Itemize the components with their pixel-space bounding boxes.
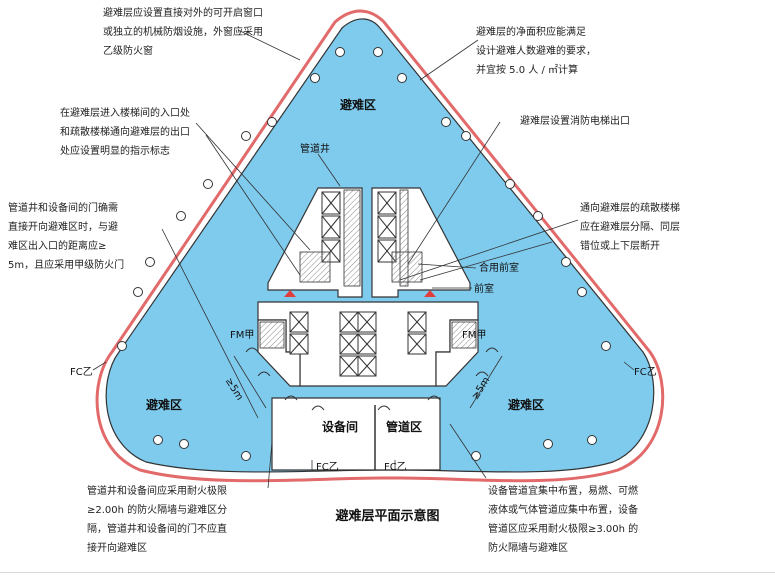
note-window-rule: 避难层应设置直接对外的可开启窗口 或独立的机械防烟设施，外窗应采用 乙级防火窗 (103, 8, 263, 57)
window-circle-icon (543, 439, 553, 449)
window-circle-icon (471, 451, 481, 461)
fire-door-icon (377, 405, 391, 411)
window-circle-icon (145, 257, 155, 267)
fire-door-icon (257, 371, 271, 377)
window-circle-icon (441, 117, 451, 127)
diagram-title: 避难层平面示意图 (335, 509, 440, 524)
elevator-icon (289, 311, 309, 333)
fire-door-fc-right-label: FC乙 (634, 367, 657, 378)
window-circle-icon (397, 73, 407, 83)
shared-anteroom-label: 合用前室 (479, 263, 519, 274)
note-equipment-wall-rule: 管道井和设备间应采用耐火极限 ≥2.00h 的防火隔墙与避难区分 隔，管道井和设… (87, 486, 228, 554)
equipment-room-label: 设备间 (322, 420, 359, 434)
stair-icon (451, 321, 477, 349)
stair-flights (259, 189, 477, 349)
note-stair-rule: 通向避难层的疏散楼梯 应在避难层分隔、同层 错位或上下层断开 (580, 203, 680, 252)
pipe-shaft-hatch (399, 189, 409, 287)
window-circle-icon (117, 341, 127, 351)
elevator-icon (357, 333, 377, 355)
elevator-icon (407, 311, 427, 333)
pipe-shaft-label: 管道井 (300, 144, 330, 155)
fire-door-fm-right-label: FM甲 (462, 330, 487, 341)
anteroom-label: 前室 (474, 284, 494, 295)
fire-door-icon (284, 395, 298, 401)
window-circle-icon (241, 451, 251, 461)
fire-door-icon (485, 347, 499, 353)
window-circle-icon (505, 179, 515, 189)
note-fire-elevator-rule: 避难层设置消防电梯出口 (520, 116, 630, 127)
window-circle-icon (533, 211, 543, 221)
exit-marker-icon (284, 290, 436, 297)
fire-door-fc-bottom-right-label: FC乙 (384, 462, 407, 473)
note-net-area-rule: 避难层的净面积应能满足 设计避难人数避难的要求， 并宜按 5.0 人 / ㎡计算 (476, 27, 596, 76)
pipe-shaft-hatch (343, 189, 361, 287)
fire-door-icon (427, 395, 441, 401)
note-pipe-area-rule: 设备管道宜集中布置，易燃、可燃 液体或气体管道应集中布置，设备 管道区应采用耐火… (488, 486, 639, 554)
elevator-icon (339, 333, 359, 355)
elevator-icon (321, 215, 341, 239)
building-outline (95, 9, 665, 483)
elevator-icon (407, 333, 427, 355)
window-circle-icon (153, 435, 163, 445)
window-circle-icon (601, 341, 611, 351)
leader-lines (92, 29, 635, 489)
refuge-zone-left-label: 避难区 (146, 398, 183, 412)
elevator-icon (321, 191, 341, 215)
fire-door-fm-left-label: FM甲 (230, 330, 255, 341)
window-circle-icon (241, 131, 251, 141)
fire-door-icon (245, 347, 259, 353)
elevator-icon (377, 215, 397, 239)
refuge-zone-right-label: 避难区 (508, 398, 545, 412)
refuge-zone-top-label: 避难区 (340, 98, 377, 112)
window-circle-icon (203, 179, 213, 189)
fire-door-fc-bottom-left-label: FC乙 (316, 462, 339, 473)
elevator-icon (357, 311, 377, 333)
window-circle-icon (577, 287, 587, 297)
fire-door-fc-left-label: FC乙 (70, 367, 93, 378)
note-entry-sign-rule: 在避难层进入楼梯间的入口处 和疏散楼梯通向避难层的出口 处应设置明显的指示标志 (60, 108, 190, 157)
stair-icon (299, 251, 331, 283)
note-shaft-door-rule: 管道井和设备间的门确需 直接开向避难区时，与避 难区出入口的距离应≥ 5m，且应… (8, 203, 125, 271)
window-circle-icon (335, 47, 345, 57)
window-circle-icon (373, 47, 383, 57)
elevator-icon (377, 191, 397, 215)
stair-icon (259, 321, 285, 349)
window-circle-icon (461, 131, 471, 141)
dimension-marks (233, 355, 503, 409)
window-circle-icon (179, 439, 189, 449)
bottom-divider (0, 572, 775, 573)
elevator-icon (339, 355, 359, 377)
window-circles (117, 47, 611, 461)
elevator-icon (339, 311, 359, 333)
pipe-area-label: 管道区 (386, 420, 423, 434)
window-circle-icon (133, 287, 143, 297)
window-circle-icon (267, 117, 277, 127)
window-circle-icon (561, 257, 571, 267)
fire-door-icon (311, 405, 325, 411)
fire-door-icon (475, 371, 489, 377)
window-circle-icon (176, 211, 186, 221)
elevator-icon (357, 355, 377, 377)
elevator-shafts (289, 191, 427, 377)
window-circle-icon (310, 73, 320, 83)
window-circle-icon (587, 435, 597, 445)
wall-door-marks (245, 347, 499, 411)
elevator-icon (289, 333, 309, 355)
